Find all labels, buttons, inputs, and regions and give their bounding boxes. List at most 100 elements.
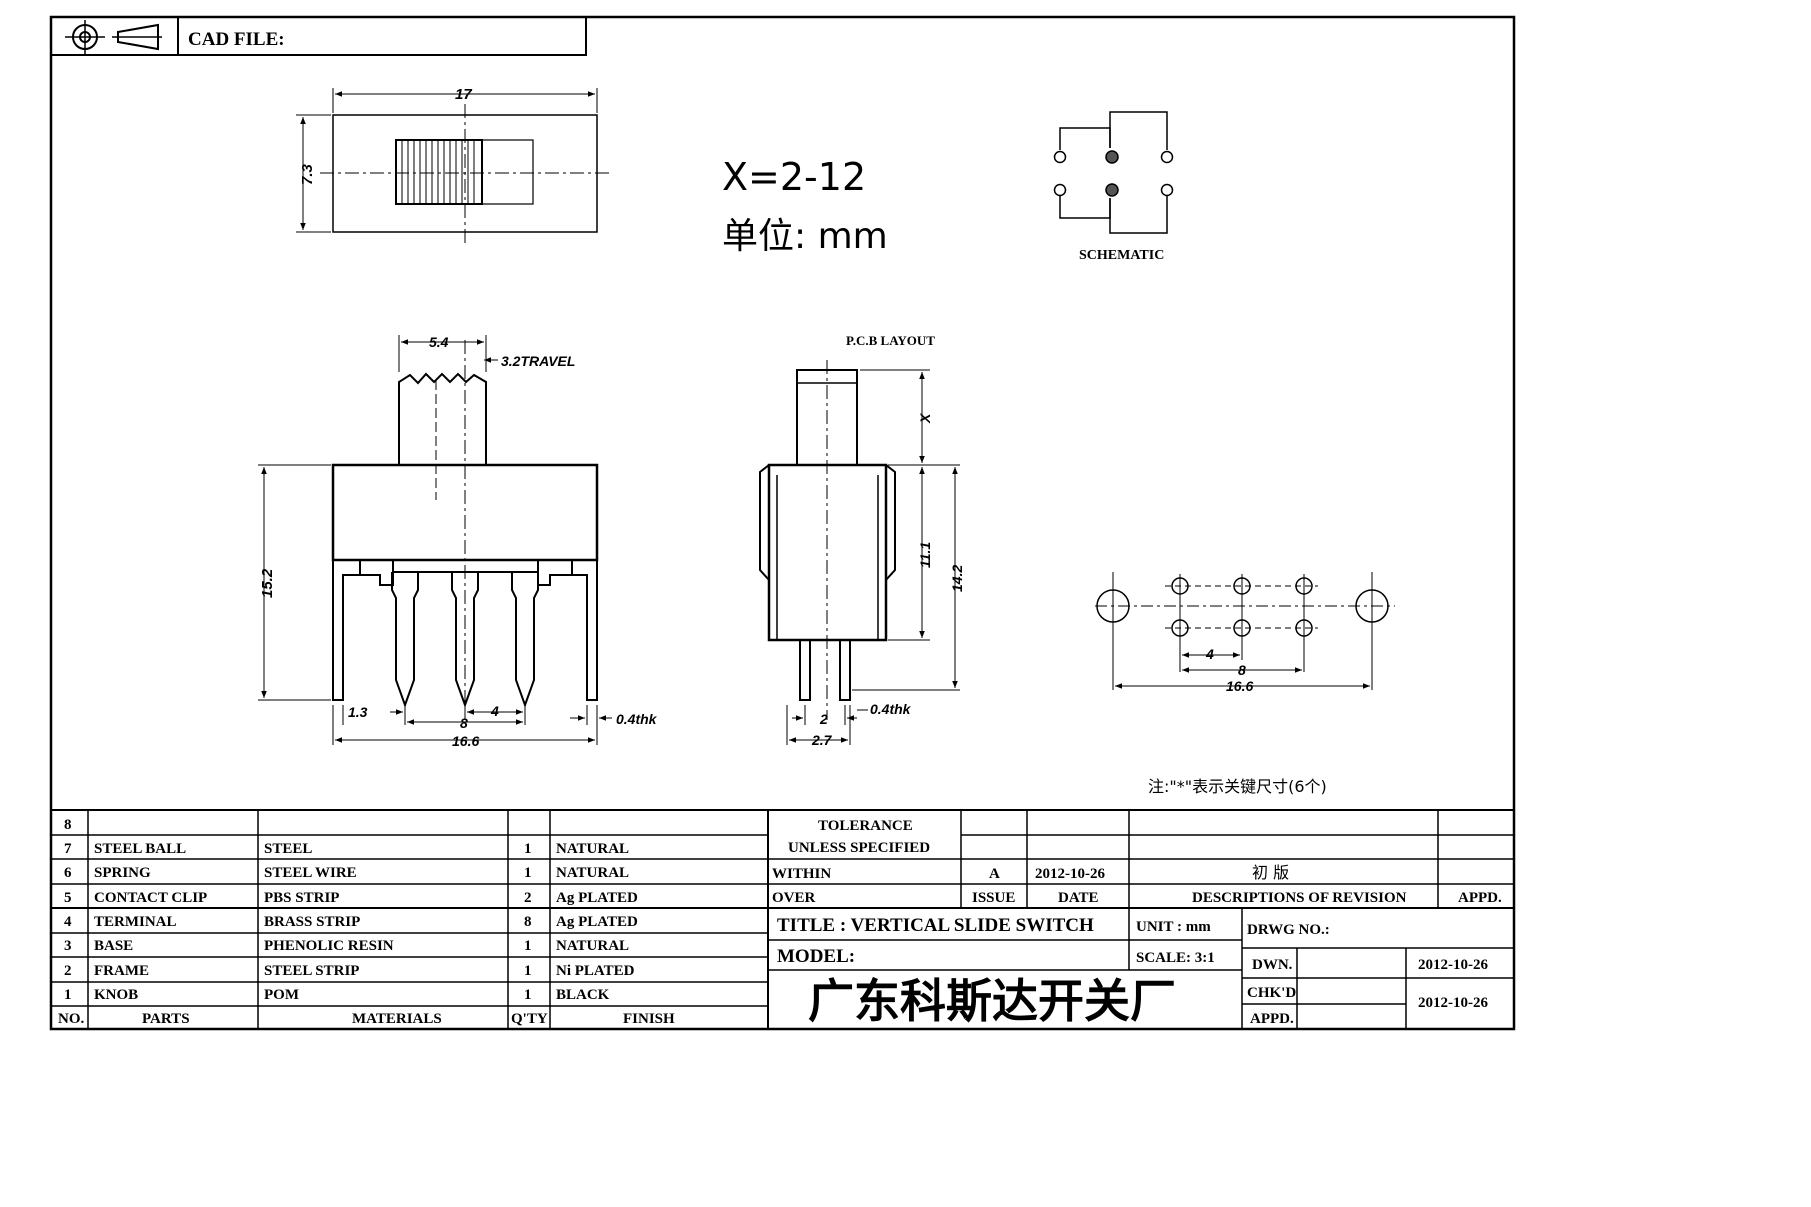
top-height-dim: 7.3 [299,163,316,185]
finish: Ni PLATED [556,963,635,979]
material: PBS STRIP [264,890,339,906]
material: STEEL WIRE [264,865,357,881]
front-view [258,335,612,745]
unit-label: UNIT : mm [1136,919,1211,935]
pin-spacing-dim: 2 [819,711,828,727]
finish: NATURAL [556,865,629,881]
side-view [759,360,960,745]
table-row: 5 CONTACT CLIP PBS STRIP 2 Ag PLATED [64,890,638,906]
cad-file-label: CAD FILE: [188,29,285,50]
table-row: 8 [64,817,72,833]
revision-issue: A [989,866,1000,882]
material: STEEL STRIP [264,963,359,979]
stroke-width-dim: 5.4 [429,334,449,350]
quantity: 1 [524,938,532,954]
table-row: 7 STEEL BALL STEEL 1 NATURAL [64,841,629,857]
within-label: WITHIN [772,866,831,882]
unless-specified-label: UNLESS SPECIFIED [788,840,930,856]
model-label: MODEL: [777,946,855,967]
drawn-date: 2012-10-26 [1418,957,1488,973]
part-name: BASE [94,938,133,954]
material: STEEL [264,841,312,857]
item-no: 1 [64,987,72,1003]
descriptions-label: DESCRIPTIONS OF REVISION [1192,890,1407,906]
bom-table: 8 7 STEEL BALL STEEL 1 NATURAL 6 SPRING … [58,817,675,1027]
drawn-label: DWN. [1252,957,1293,973]
pcb-pitch-8-dim: 8 [1238,662,1246,678]
projection-symbol-icon [65,20,162,54]
table-row: 4 TERMINAL BRASS STRIP 8 Ag PLATED [64,914,638,930]
schematic-label: SCHEMATIC [1079,248,1164,263]
material: POM [264,987,299,1003]
finish: NATURAL [556,938,629,954]
checked-date: 2012-10-26 [1418,995,1488,1011]
pin-offset-dim: 1.3 [348,704,368,720]
table-header-row: NO. PARTS MATERIALS Q'TY FINISH [58,1011,675,1027]
x-dim: X [917,412,933,424]
quantity: 2 [524,890,532,906]
tolerance-label: TOLERANCE [818,818,913,834]
title-block-grid [51,809,1514,1029]
height-dim: 15.2 [259,568,276,598]
checked-label: CHK'D [1247,985,1296,1001]
top-width-dim: 17 [455,86,472,103]
header-materials: MATERIALS [352,1011,442,1027]
table-row: 1 KNOB POM 1 BLACK [64,987,610,1003]
quantity: 8 [524,914,532,930]
x-range-text: X=2-12 [722,155,866,199]
part-name: STEEL BALL [94,841,186,857]
drawing-border [49,15,1516,1031]
quantity: 1 [524,841,532,857]
company-name: 广东科斯达开关厂 [808,974,1176,1028]
finish: NATURAL [556,841,629,857]
footnote: 注:"*"表示关键尺寸(6个) [1148,777,1327,796]
side-thickness-dim: 0.4thk [870,701,912,717]
body-height-dim: 11.1 [917,542,933,568]
pcb-overall-width-dim: 16.6 [1226,678,1253,694]
header-box: CAD FILE: [50,16,587,56]
date-label: DATE [1058,890,1099,906]
base-width-dim: 2.7 [811,732,833,748]
travel-dim: 3.2TRAVEL [501,353,575,369]
revision-appd-label: APPD. [1458,890,1502,906]
revision-description: 初 版 [1252,863,1289,882]
item-no: 2 [64,963,72,979]
part-name: SPRING [94,865,151,881]
pitch-8-dim: 8 [460,715,468,731]
schematic-symbol [1053,111,1174,234]
finish: Ag PLATED [556,890,638,906]
finish: Ag PLATED [556,914,638,930]
pcb-layout-title: P.C.B LAYOUT [846,333,935,348]
table-row: 3 BASE PHENOLIC RESIN 1 NATURAL [64,938,629,954]
front-thickness-dim: 0.4thk [616,711,658,727]
part-name: KNOB [94,987,138,1003]
material: BRASS STRIP [264,914,360,930]
table-row: 2 FRAME STEEL STRIP 1 Ni PLATED [64,963,635,979]
technical-drawing: CAD FILE: 17 7.3 X=2-12 单位: mm [49,15,1516,1031]
part-name: FRAME [94,963,149,979]
unit-note: 单位: mm [722,216,888,257]
item-no: 4 [64,914,72,930]
table-row: 6 SPRING STEEL WIRE 1 NATURAL [64,865,629,881]
material: PHENOLIC RESIN [264,938,394,954]
item-no: 6 [64,865,72,881]
over-label: OVER [772,890,816,906]
drawing-title: TITLE : VERTICAL SLIDE SWITCH [777,915,1094,936]
issue-label: ISSUE [972,890,1015,906]
item-no: 8 [64,817,72,833]
pitch-4-dim: 4 [490,703,499,719]
scale-label: SCALE: 3:1 [1136,950,1215,966]
pcb-pitch-4-dim: 4 [1205,646,1214,662]
header-finish: FINISH [623,1011,675,1027]
revision-date: 2012-10-26 [1035,866,1105,882]
quantity: 1 [524,963,532,979]
pcb-layout [1095,572,1395,690]
quantity: 1 [524,987,532,1003]
top-view [296,88,610,243]
header-no: NO. [58,1011,85,1027]
approved-label: APPD. [1250,1011,1294,1027]
item-no: 5 [64,890,72,906]
header-parts: PARTS [142,1011,190,1027]
overall-height-dim: 14.2 [949,565,965,592]
item-no: 7 [64,841,72,857]
